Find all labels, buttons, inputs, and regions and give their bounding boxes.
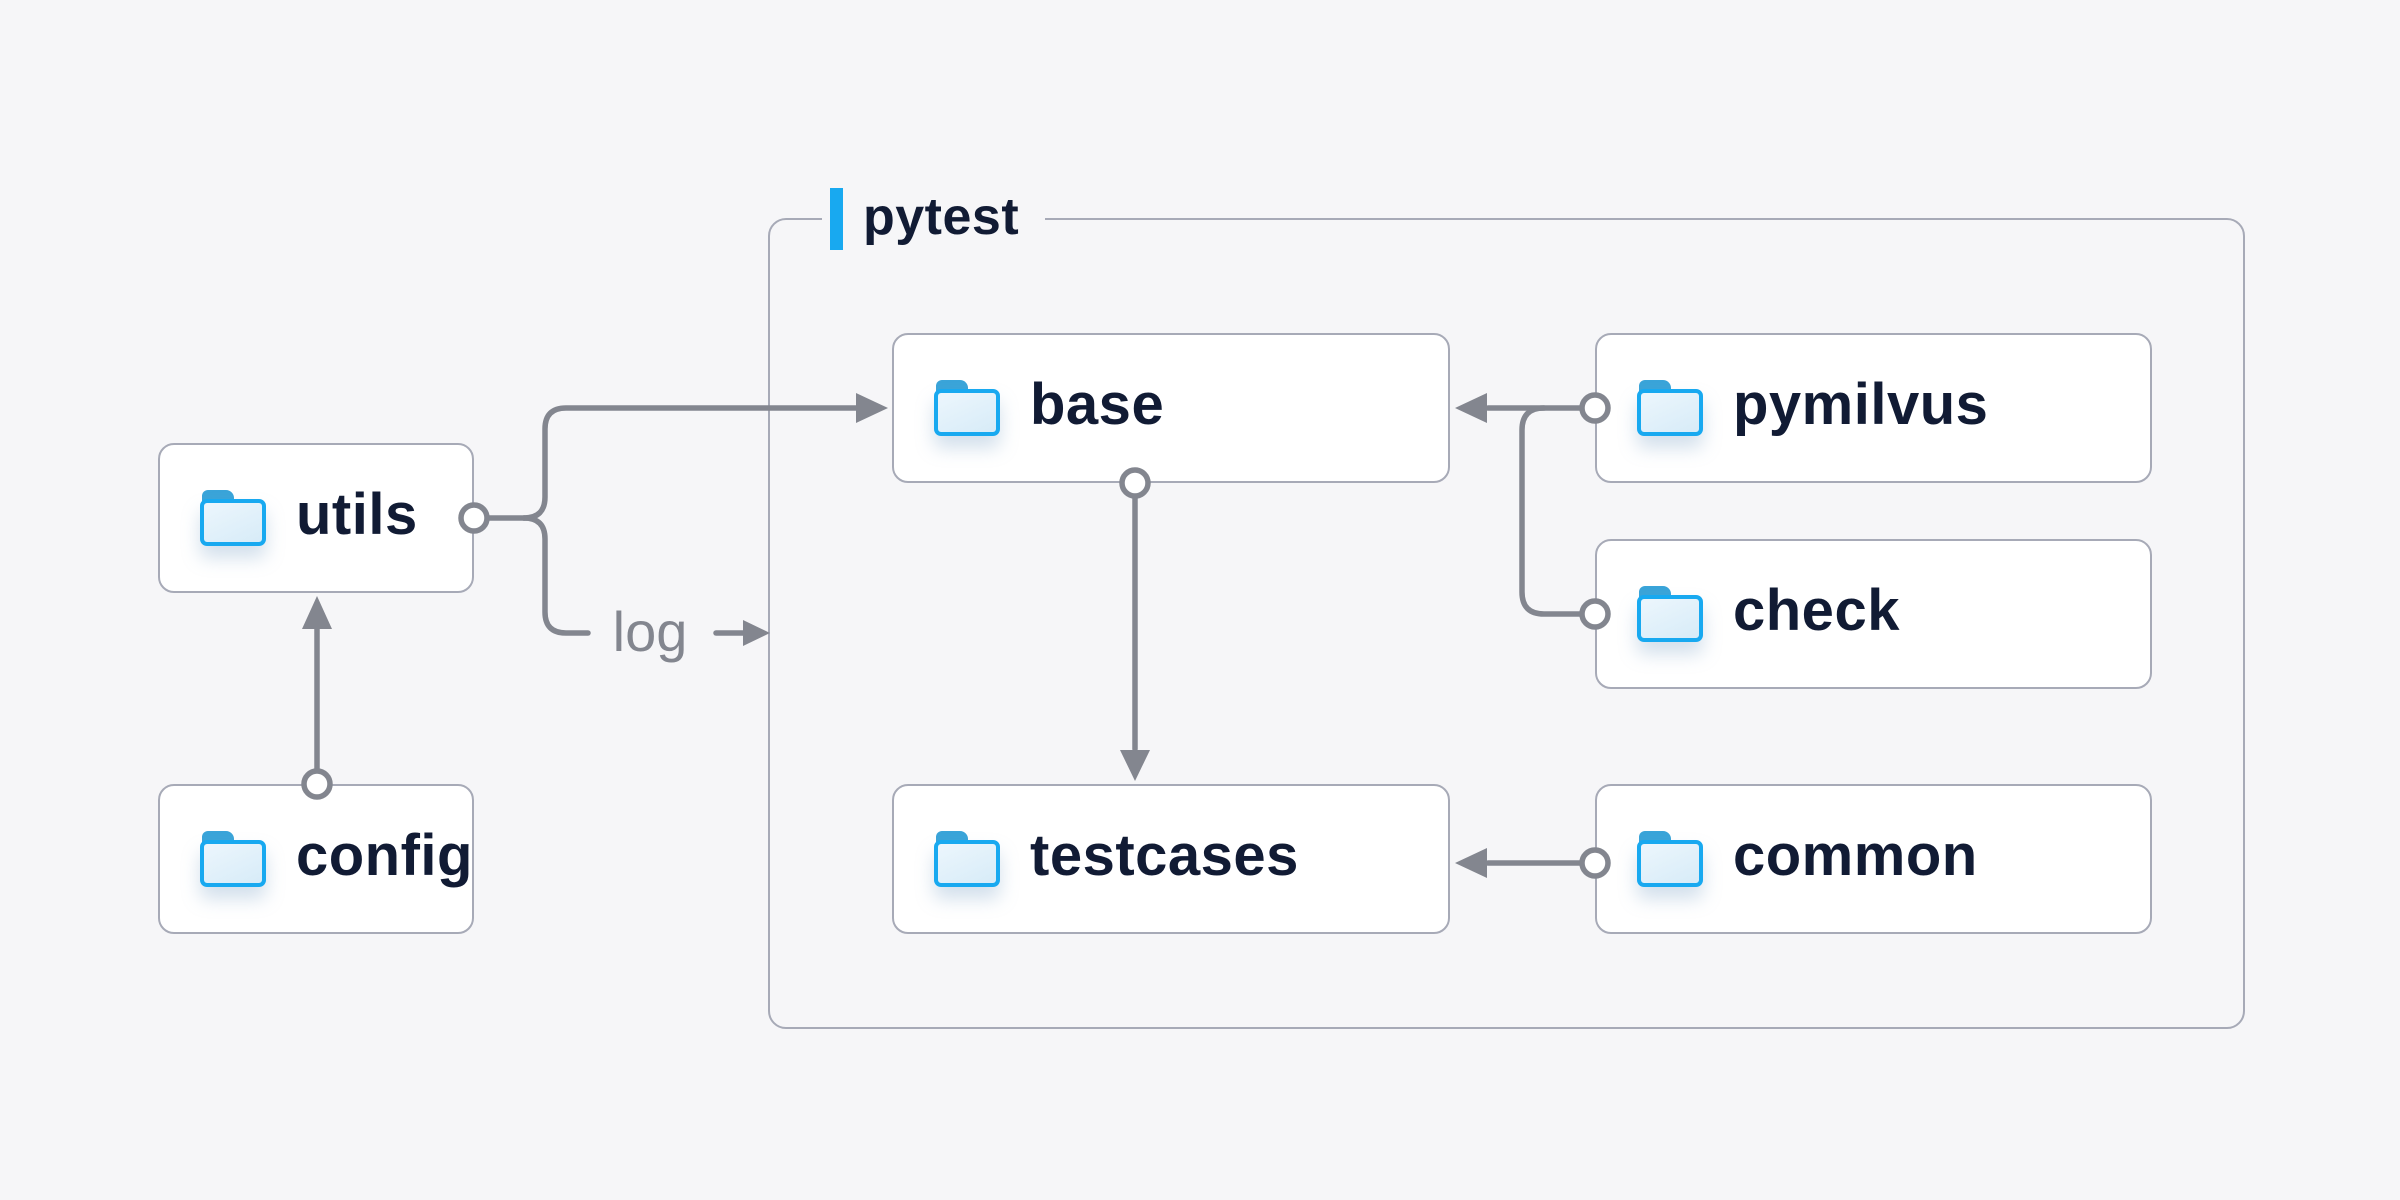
folder-icon bbox=[200, 831, 266, 887]
node-label: testcases bbox=[1030, 823, 1299, 888]
folder-icon bbox=[1637, 586, 1703, 642]
node-label: check bbox=[1733, 578, 1900, 643]
node-label: common bbox=[1733, 823, 1978, 888]
folder-icon bbox=[1637, 831, 1703, 887]
folder-body bbox=[934, 389, 1000, 436]
node-config: config bbox=[158, 784, 474, 934]
folder-icon bbox=[200, 490, 266, 546]
arrowhead-up-utils bbox=[302, 596, 332, 629]
node-label: config bbox=[296, 823, 473, 888]
folder-body bbox=[1637, 840, 1703, 887]
node-label: pymilvus bbox=[1733, 372, 1989, 437]
node-base: base bbox=[892, 333, 1450, 483]
node-testcases: testcases bbox=[892, 784, 1450, 934]
node-common: common bbox=[1595, 784, 2152, 934]
folder-body bbox=[934, 840, 1000, 887]
pytest-group-label: pytest bbox=[822, 187, 1046, 251]
edge-utils-log bbox=[521, 515, 591, 636]
folder-icon bbox=[1637, 380, 1703, 436]
accent-bar bbox=[830, 188, 843, 250]
arrowhead-right-log bbox=[743, 620, 770, 646]
folder-body bbox=[1637, 595, 1703, 642]
node-check: check bbox=[1595, 539, 2152, 689]
node-label: utils bbox=[296, 482, 418, 547]
node-pymilvus: pymilvus bbox=[1595, 333, 2152, 483]
edge-label-log: log bbox=[612, 600, 688, 663]
folder-body bbox=[1637, 389, 1703, 436]
folder-icon bbox=[934, 380, 1000, 436]
folder-body bbox=[200, 499, 266, 546]
group-title: pytest bbox=[863, 188, 1020, 246]
node-label: base bbox=[1030, 372, 1165, 437]
node-utils: utils bbox=[158, 443, 474, 593]
folder-icon bbox=[934, 831, 1000, 887]
folder-body bbox=[200, 840, 266, 887]
